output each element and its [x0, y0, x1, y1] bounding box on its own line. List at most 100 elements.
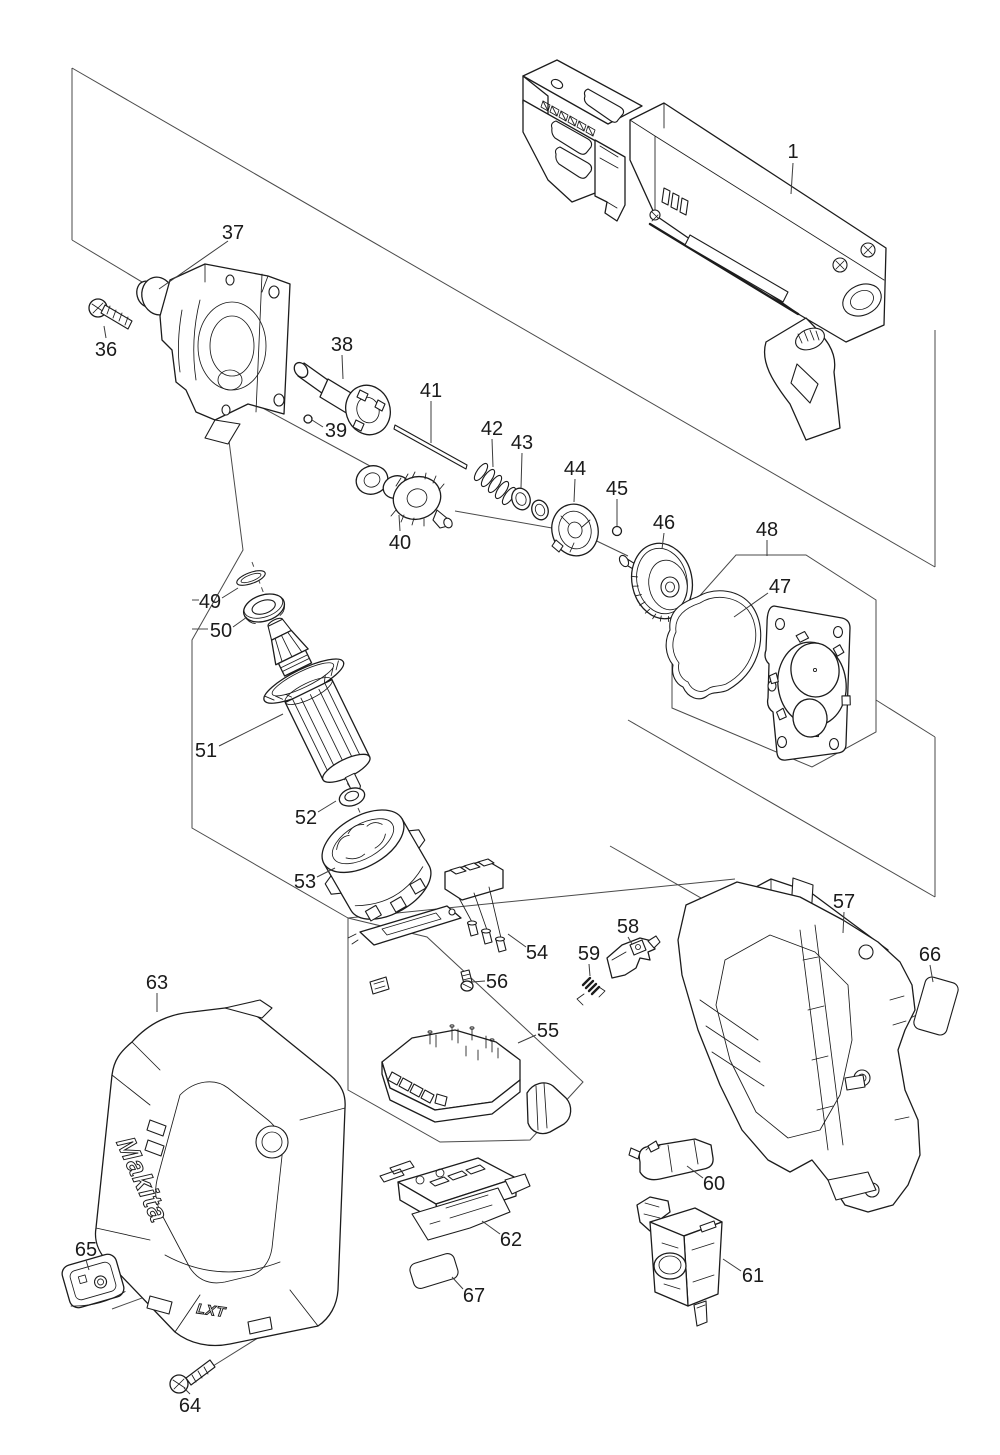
part-number-label-58: 58 [617, 916, 639, 938]
part-61-switch [636, 1196, 723, 1327]
leader-line-part-50 [232, 616, 248, 628]
part-number-label-63: 63 [146, 972, 168, 994]
part-37-gear-housing [136, 263, 291, 445]
part-number-label-37: 37 [222, 222, 244, 244]
leader-line-part-62 [481, 1220, 501, 1235]
leader-line-part-37 [158, 240, 229, 290]
leader-line-part-66 [929, 964, 934, 983]
part-64-screw [169, 1359, 216, 1394]
leader-line-part-65 [85, 1259, 90, 1271]
part-66-label-sheet [913, 976, 959, 1036]
part-65-cap [61, 1253, 126, 1309]
leader-line-part-40 [398, 514, 401, 532]
pcb-pins [427, 1024, 499, 1061]
part-41-push-rod [393, 424, 468, 470]
feed-teeth-row [540, 100, 596, 137]
part-number-label-46: 46 [653, 512, 675, 534]
grip-ribs [661, 187, 689, 216]
part-60-slide-button [628, 1138, 714, 1181]
part-1-feed-attachment-assembly [522, 59, 887, 441]
part-number-label-56: 56 [486, 971, 508, 993]
part-44-cam-ring [551, 503, 599, 557]
leader-line-part-67 [451, 1276, 464, 1290]
leader-line-part-56 [471, 980, 486, 983]
part-46-gear [618, 542, 694, 622]
leader-line-part-61 [722, 1258, 742, 1272]
part-58-lock-lever [606, 935, 661, 979]
part-number-label-44: 44 [564, 458, 586, 480]
part-49-retaining-ring [236, 570, 266, 586]
part-52-ball-bearing [338, 787, 366, 807]
part-55-controller [381, 1024, 572, 1135]
part-number-label-41: 41 [420, 380, 442, 402]
leader-line-part-1 [790, 162, 794, 195]
part-number-label-36: 36 [95, 339, 117, 361]
part-number-label-47: 47 [769, 576, 791, 598]
part-56-screw [460, 969, 474, 992]
leader-line-part-39 [311, 419, 324, 428]
part-45-ball [611, 525, 623, 537]
part-38-spindle-cam [293, 361, 391, 436]
part-number-label-61: 61 [742, 1265, 764, 1287]
grommet [526, 1082, 572, 1135]
part-42-compression-spring [473, 462, 517, 506]
part-number-label-39: 39 [325, 420, 347, 442]
leader-line-part-38 [341, 354, 344, 380]
leader-line-part-49 [221, 587, 239, 599]
part-number-label-38: 38 [331, 334, 353, 356]
part-63-housing-left: Makita LXT [94, 999, 346, 1347]
leader-line-part-42 [491, 438, 494, 468]
part-number-label-60: 60 [703, 1173, 725, 1195]
part-39-pin [303, 414, 313, 424]
part-number-label-67: 67 [463, 1285, 485, 1307]
end-cap-screws [832, 242, 876, 273]
leader-line-part-53 [316, 867, 336, 878]
part-50-ball-bearing [242, 593, 286, 624]
leader-line-part-57 [842, 911, 845, 934]
leader-line-part-47 [733, 592, 769, 618]
part-number-label-62: 62 [500, 1229, 522, 1251]
leader-line-part-58 [627, 936, 633, 945]
part-47-gasket [665, 590, 762, 700]
part-number-label-49: 49 [199, 591, 221, 613]
part-number-label-43: 43 [511, 432, 533, 454]
leader-line-part-54 [507, 933, 527, 948]
part-40-clutch-assembly [355, 465, 453, 529]
part-59-spring [576, 976, 606, 1006]
model-badge-text: LXT [196, 1300, 228, 1320]
part-57-housing-right [677, 877, 921, 1213]
part-number-label-53: 53 [294, 871, 316, 893]
part-number-label-40: 40 [389, 532, 411, 554]
part-number-label-50: 50 [210, 620, 232, 642]
part-number-label-48: 48 [756, 519, 778, 541]
part-36-screw [88, 298, 133, 330]
leader-line-part-43 [520, 452, 523, 489]
leader-line-part-36 [103, 325, 107, 339]
part-number-label-55: 55 [537, 1020, 559, 1042]
part-number-label-52: 52 [295, 807, 317, 829]
leader-line-part-55 [517, 1034, 537, 1044]
part-53-field-stator [321, 809, 432, 922]
leader-line-part-46 [661, 532, 665, 550]
leader-line-part-59 [588, 963, 591, 977]
part-number-label-66: 66 [919, 944, 941, 966]
leader-line-part-60 [686, 1165, 704, 1179]
part-number-label-54: 54 [526, 942, 548, 964]
part-number-labels: 1363738394041424344454647484950515253545… [75, 141, 941, 1417]
part-number-label-51: 51 [195, 740, 217, 762]
leader-line-part-51 [218, 713, 284, 747]
part-67-pad [409, 1253, 459, 1289]
part-62-terminal-block [379, 1157, 531, 1241]
part-51-armature [263, 617, 371, 795]
part-number-label-64: 64 [179, 1395, 201, 1417]
part-number-label-45: 45 [606, 478, 628, 500]
leader-line-part-52 [317, 800, 337, 813]
part-48-bearing-retainer-plate [764, 605, 851, 761]
part-number-label-57: 57 [833, 891, 855, 913]
leader-line-part-64 [183, 1387, 191, 1395]
part-43-washers [511, 487, 549, 521]
part-number-label-42: 42 [481, 418, 503, 440]
part-number-label-59: 59 [578, 943, 600, 965]
